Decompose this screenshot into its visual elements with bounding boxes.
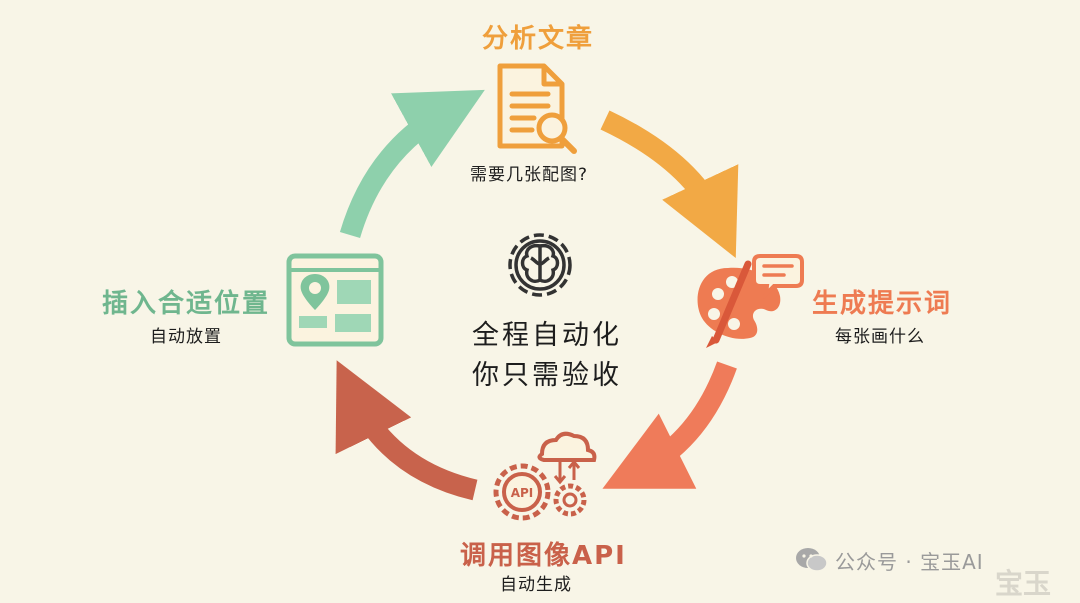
arrow-insert-to-analyze [339,89,485,239]
arrow-analyze-to-prompt [600,110,739,259]
layout-pin-icon [286,253,384,347]
step-api-subtitle: 自动生成 [500,575,572,595]
watermark-ghost: 宝玉 [995,567,1052,600]
brain-gear-icon [508,233,572,297]
wechat-icon [796,548,828,572]
step-analyze-title: 分析文章 [482,24,595,54]
step-insert-subtitle: 自动放置 [150,327,222,347]
step-api-title: 调用图像API [460,541,627,571]
arrow-api-to-insert [335,360,478,501]
step-insert-title: 插入合适位置 [102,289,271,319]
arrow-prompt-to-api [602,361,737,489]
api-icon-text: API [511,486,534,500]
watermark-text: 公众号 · 宝玉AI [835,550,984,574]
step-analyze-subtitle: 需要几张配图? [470,165,589,185]
palette-brush-chat-icon [697,254,804,348]
gears-cloud-api-icon: API [493,431,597,521]
document-search-icon [497,63,577,154]
center-line-1: 全程自动化 [472,320,622,351]
center-line-2: 你只需验收 [472,360,622,391]
step-prompt-subtitle: 每张画什么 [835,327,925,347]
step-prompt-title: 生成提示词 [812,289,953,319]
